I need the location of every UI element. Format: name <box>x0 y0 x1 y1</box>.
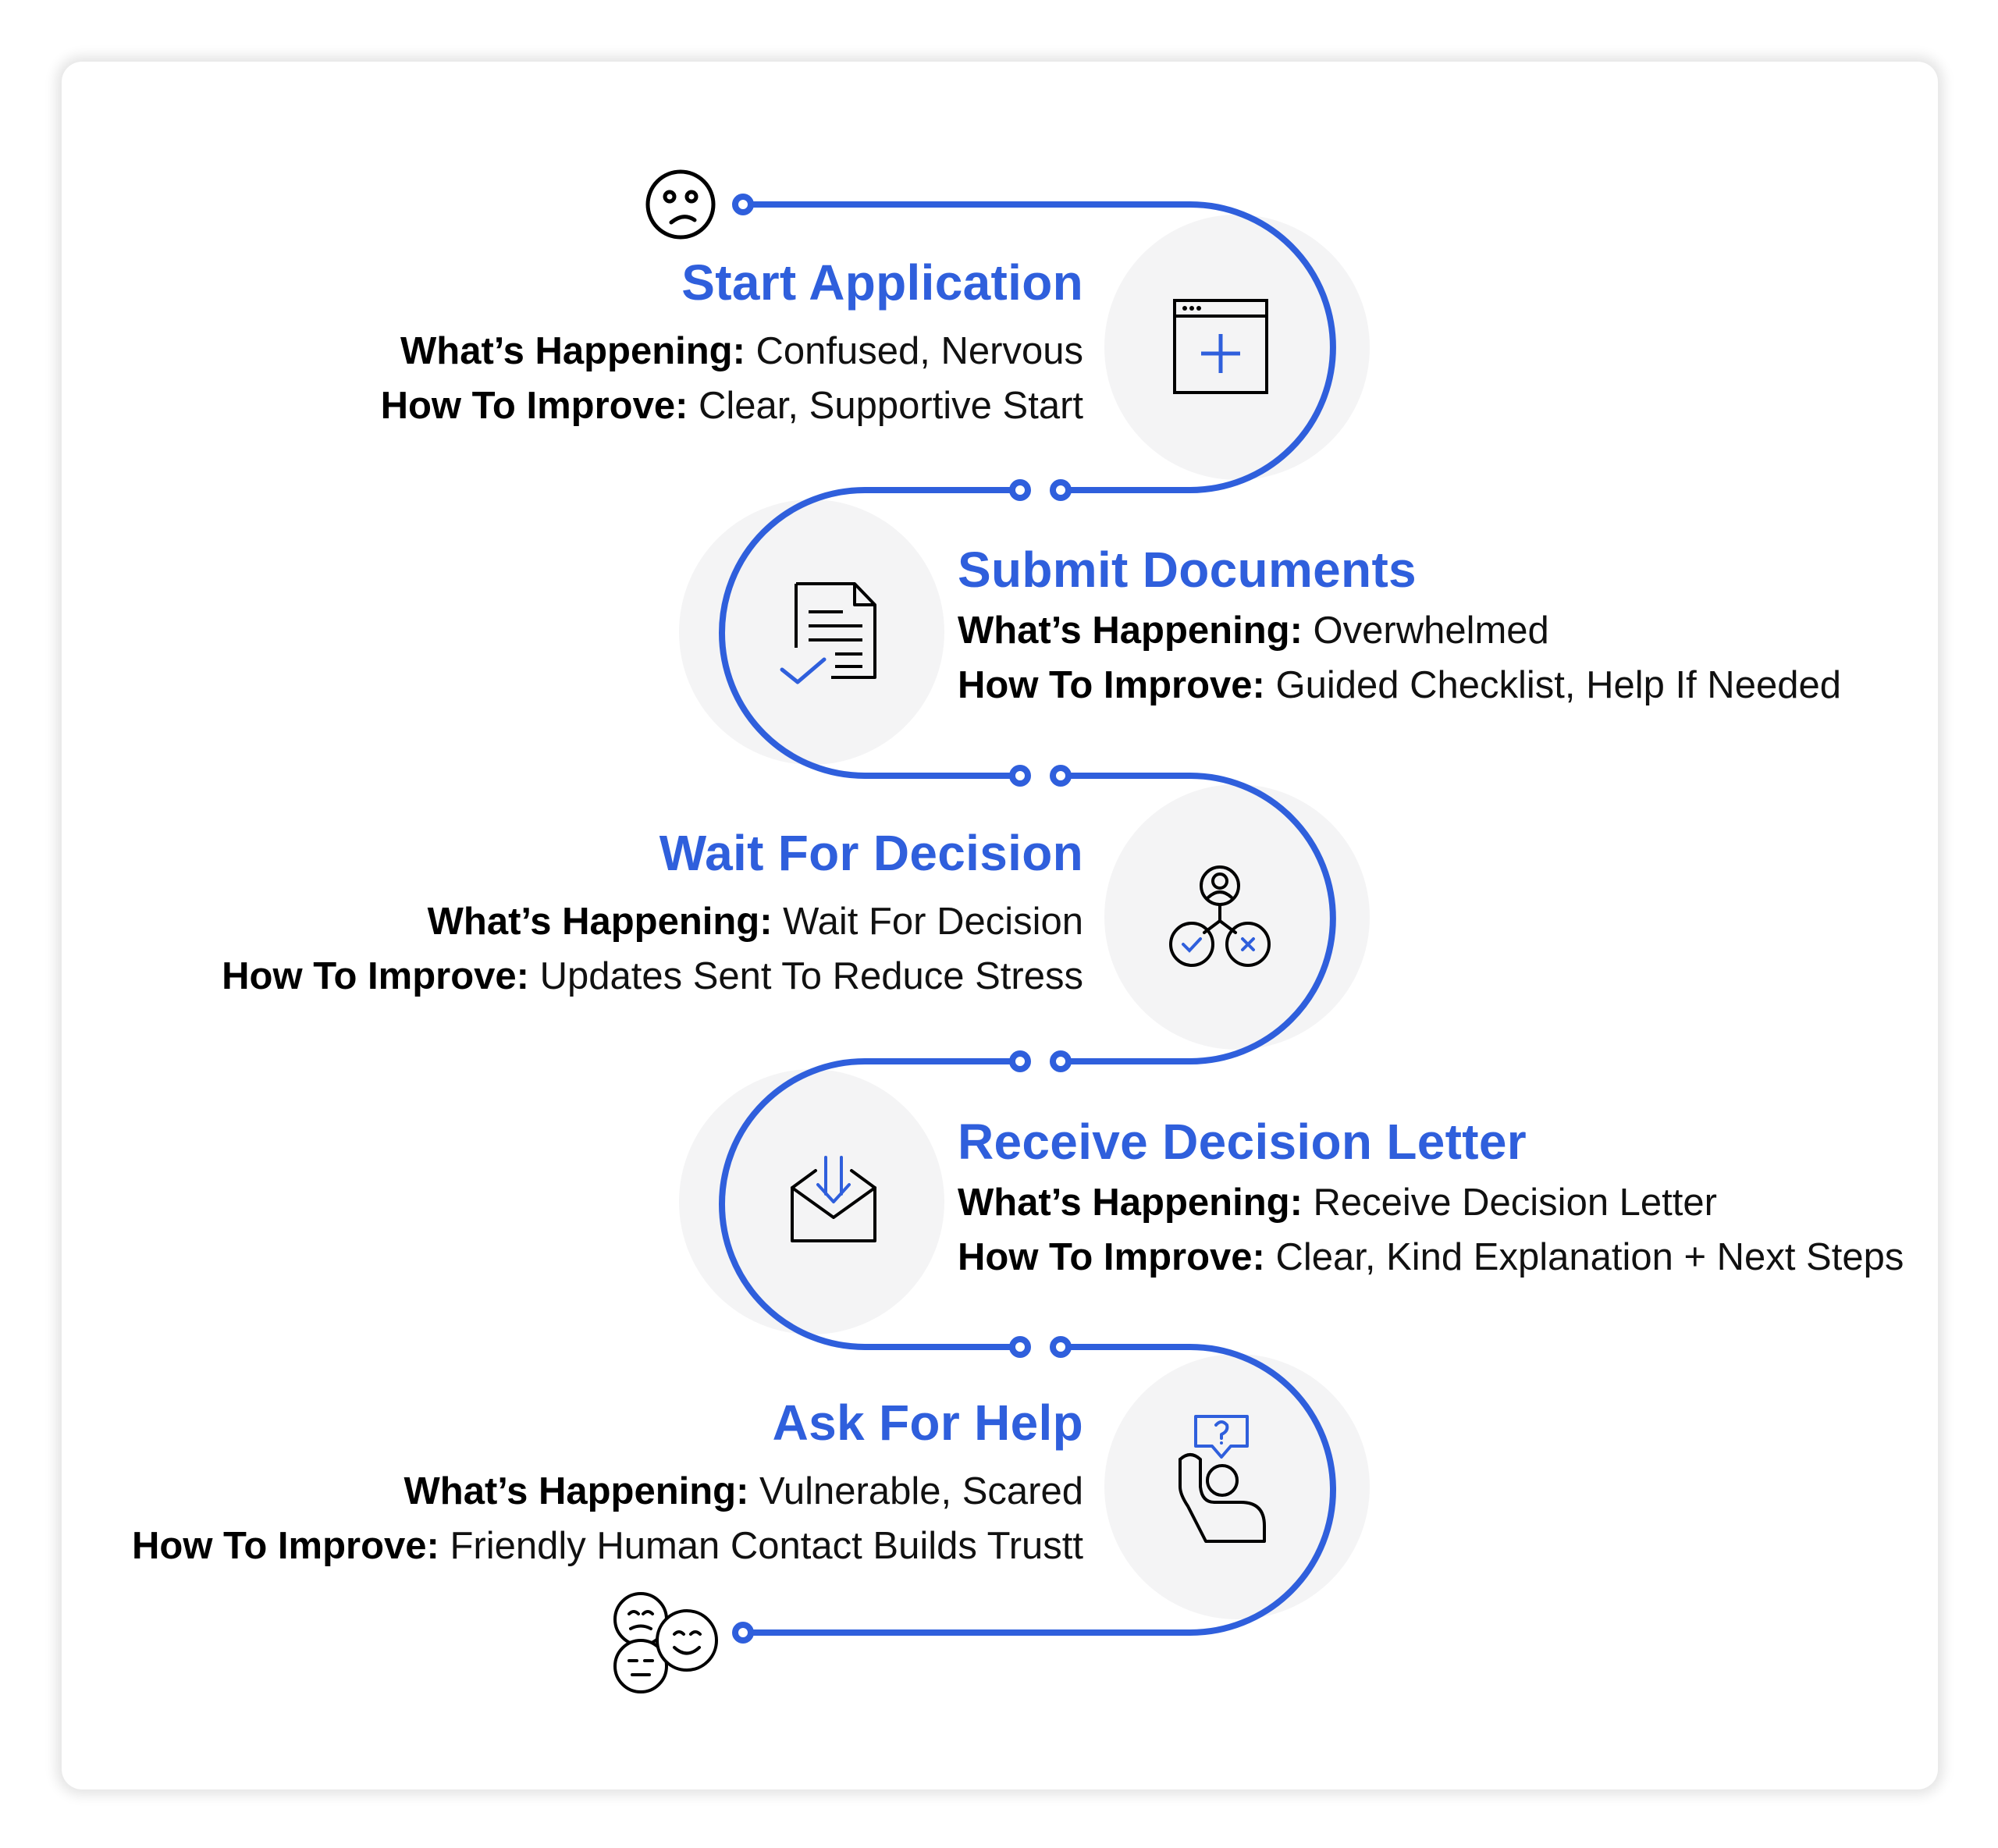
step-title: Ask For Help <box>772 1395 1083 1451</box>
path-node <box>732 194 754 215</box>
how-to-improve-line: How To Improve: Guided Checklist, Help I… <box>958 658 1998 713</box>
whats-happening-value: Vulnerable, Scared <box>759 1470 1083 1512</box>
how-to-improve-label: How To Improve: <box>380 385 688 427</box>
whats-happening-label: What’s Happening: <box>958 1182 1303 1224</box>
step-wait-for-decision: Wait For Decision What’s Happening: Wait… <box>0 821 1083 1004</box>
whats-happening-value: Overwhelmed <box>1313 609 1549 652</box>
step-circle-bg <box>1104 784 1370 1050</box>
how-to-improve-label: How To Improve: <box>958 664 1265 706</box>
path-node <box>1009 1050 1031 1072</box>
path-node <box>1050 1050 1072 1072</box>
whats-happening-label: What’s Happening: <box>404 1470 749 1512</box>
whats-happening-value: Confused, Nervous <box>755 330 1083 372</box>
path-segment <box>1058 773 1336 1064</box>
whats-happening-label: What’s Happening: <box>958 609 1303 652</box>
browser-window-plus-icon <box>1173 299 1268 394</box>
step-start-application: Start Application What’s Happening: Conf… <box>0 251 1083 433</box>
whats-happening-line: What’s Happening: Vulnerable, Scared <box>0 1464 1083 1519</box>
whats-happening-line: What’s Happening: Wait For Decision <box>0 894 1083 949</box>
how-to-improve-line: How To Improve: Clear, Kind Explanation … <box>958 1230 1998 1285</box>
how-to-improve-label: How To Improve: <box>958 1236 1265 1278</box>
path-node <box>1050 479 1072 501</box>
document-check-icon <box>780 582 876 684</box>
how-to-improve-line: How To Improve: Clear, Supportive Start <box>0 378 1083 433</box>
step-title: Submit Documents <box>958 542 1417 598</box>
how-to-improve-value: Clear, Supportive Start <box>699 385 1083 427</box>
path-node <box>1009 765 1031 787</box>
how-to-improve-line: How To Improve: Friendly Human Contact B… <box>0 1519 1083 1573</box>
whats-happening-label: What’s Happening: <box>400 330 745 372</box>
path-node <box>1009 1336 1031 1358</box>
confused-face-icon <box>645 169 716 240</box>
how-to-improve-value: Friendly Human Contact Builds Trustt <box>450 1525 1083 1567</box>
path-segment <box>740 1344 1336 1636</box>
raised-hand-question-icon <box>1179 1415 1266 1543</box>
how-to-improve-value: Updates Sent To Reduce Stress <box>539 955 1083 997</box>
path-node <box>1050 1336 1072 1358</box>
step-title: Wait For Decision <box>659 825 1083 881</box>
whats-happening-value: Wait For Decision <box>783 901 1083 943</box>
envelope-download-icon <box>791 1156 876 1242</box>
how-to-improve-label: How To Improve: <box>222 955 529 997</box>
whats-happening-line: What’s Happening: Overwhelmed <box>958 603 1998 658</box>
path-segment <box>719 487 1023 779</box>
whats-happening-label: What’s Happening: <box>427 901 773 943</box>
whats-happening-line: What’s Happening: Receive Decision Lette… <box>958 1175 1998 1230</box>
infographic-card <box>62 62 1938 1789</box>
decision-person-icon <box>1169 865 1271 967</box>
whats-happening-line: What’s Happening: Confused, Nervous <box>0 324 1083 378</box>
whats-happening-value: Receive Decision Letter <box>1313 1182 1717 1224</box>
how-to-improve-value: Clear, Kind Explanation + Next Steps <box>1275 1236 1904 1278</box>
path-node <box>1009 479 1031 501</box>
step-submit-documents: Submit Documents What’s Happening: Overw… <box>958 538 1998 713</box>
step-ask-for-help: Ask For Help What’s Happening: Vulnerabl… <box>0 1391 1083 1573</box>
how-to-improve-label: How To Improve: <box>132 1525 439 1567</box>
how-to-improve-line: How To Improve: Updates Sent To Reduce S… <box>0 949 1083 1004</box>
step-receive-decision-letter: Receive Decision Letter What’s Happening… <box>958 1110 1998 1285</box>
step-circle-bg <box>679 499 944 765</box>
mixed-emotion-faces-icon <box>613 1592 718 1693</box>
path-segment <box>740 201 1336 493</box>
path-node <box>1050 765 1072 787</box>
step-title: Start Application <box>681 254 1083 311</box>
step-circle-bg <box>1104 215 1370 480</box>
path-segment <box>719 1058 1023 1350</box>
step-title: Receive Decision Letter <box>958 1114 1527 1170</box>
how-to-improve-value: Guided Checklist, Help If Needed <box>1275 664 1841 706</box>
path-node <box>732 1622 754 1644</box>
